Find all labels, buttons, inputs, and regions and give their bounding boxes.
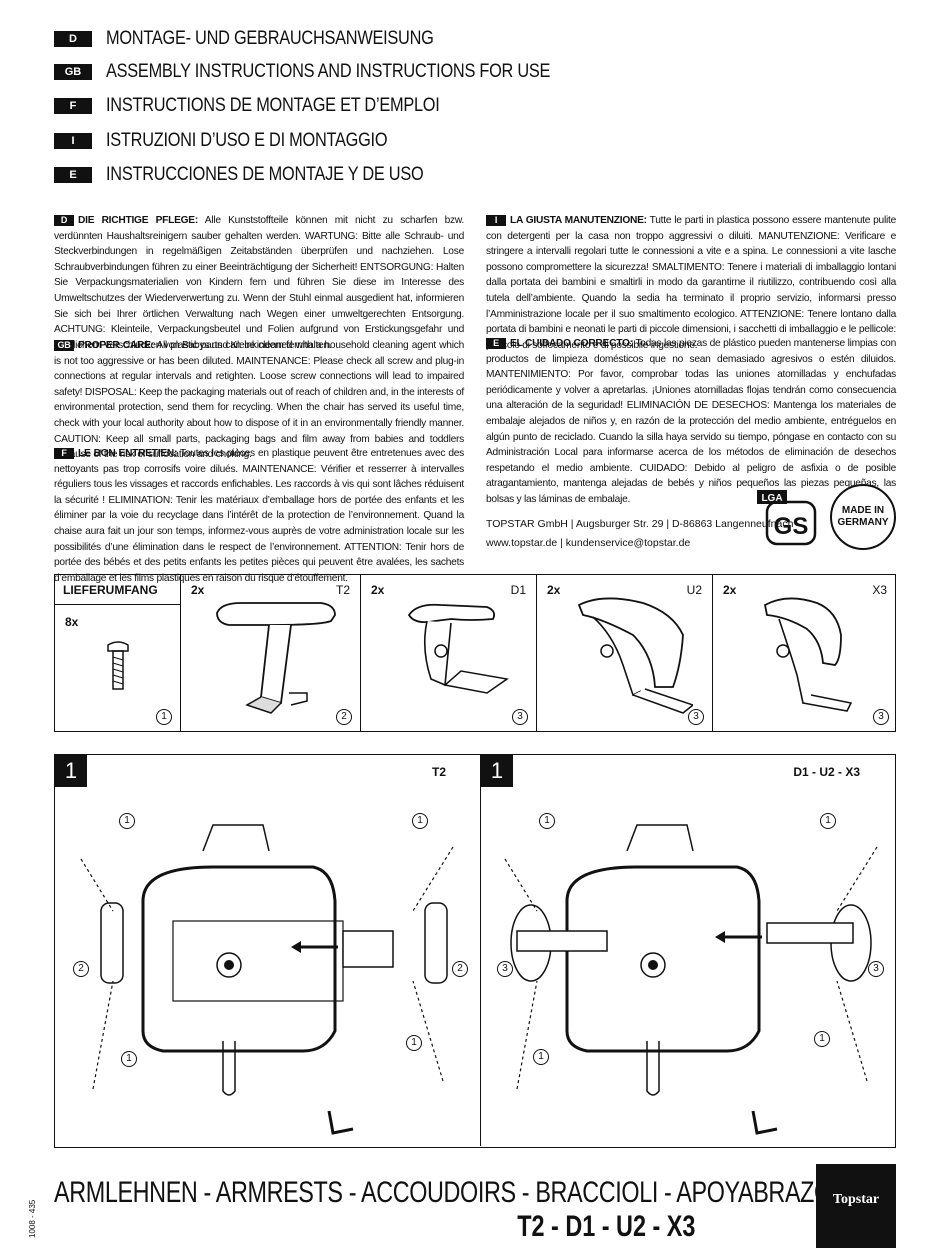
- care-heading: LE BON ENTRETIEN:: [78, 448, 178, 459]
- part-number: 3: [512, 709, 528, 725]
- care-body: All plastic parts can be cleaned with a …: [54, 340, 464, 461]
- lga-label: LGA: [761, 493, 782, 504]
- callout-screw: 1: [406, 1035, 422, 1051]
- company-contact: www.topstar.de | kundenservice@topstar.d…: [486, 537, 691, 549]
- care-heading: PROPER CARE:: [78, 340, 154, 351]
- step-label: D1 - U2 - X3: [793, 765, 860, 779]
- header-title: ASSEMBLY INSTRUCTIONS AND INSTRUCTIONS F…: [106, 61, 551, 82]
- care-text-e: E EL CUIDADO CORRECTO: Todas las piezas d…: [486, 336, 896, 508]
- lang-tag: GB: [54, 64, 92, 80]
- lang-tag: E: [54, 167, 92, 183]
- d1-u2-x3-assembly-diagram: [504, 824, 878, 1135]
- care-text-f: F LE BON ENTRETIEN: Toutes les pièces en …: [54, 446, 464, 586]
- lang-tag: GB: [54, 339, 74, 351]
- part-qty: 2x: [547, 583, 561, 597]
- part-code: D1: [510, 583, 526, 597]
- parts-cell-t2: 2x T2 2: [181, 575, 361, 731]
- lang-tag: I: [54, 133, 92, 149]
- callout-screw: 1: [814, 1031, 830, 1047]
- callout-screw: 1: [121, 1051, 137, 1067]
- topstar-logo: Topstar: [816, 1164, 896, 1248]
- lang-tag: F: [54, 447, 74, 459]
- company-address: TOPSTAR GmbH | Augsburger Str. 29 | D-86…: [486, 518, 794, 530]
- step-number: 1: [55, 755, 87, 787]
- header-title: INSTRUCCIONES DE MONTAJE Y DE USO: [106, 164, 424, 185]
- part-qty: 2x: [371, 583, 385, 597]
- made-in-germany-badge: MADE IN GERMANY: [830, 484, 896, 550]
- part-qty: 2x: [191, 583, 205, 597]
- part-qty: 2x: [723, 583, 737, 597]
- care-heading: LA GIUSTA MANUTENZIONE:: [510, 215, 647, 226]
- part-number: 3: [688, 709, 704, 725]
- part-number: 3: [873, 709, 889, 725]
- care-heading: EL CUIDADO CORRECTO:: [510, 338, 633, 349]
- header-row-gb: GB ASSEMBLY INSTRUCTIONS AND INSTRUCTIONS…: [54, 61, 623, 83]
- header-row-i: I ISTRUZIONI D’USO E DI MONTAGGIO: [54, 130, 433, 152]
- callout-screw: 1: [412, 813, 428, 829]
- armrest-u2-icon: [577, 597, 693, 714]
- parts-header: LIEFERUMFANG: [55, 575, 180, 605]
- lang-tag: D: [54, 214, 74, 226]
- care-heading: DIE RICHTIGE PFLEGE:: [78, 215, 198, 226]
- screw-icon: [107, 641, 129, 690]
- callout-screw: 1: [820, 813, 836, 829]
- header-row-f: F INSTRUCTIONS DE MONTAGE ET D’EMPLOI: [54, 95, 494, 117]
- header-row-d: D MONTAGE- UND GEBRAUCHSANWEISUNG: [54, 28, 487, 50]
- header-row-e: E INSTRUCCIONES DE MONTAJE Y DE USO: [54, 164, 475, 186]
- step-label: T2: [431, 765, 446, 779]
- part-number: 2: [336, 709, 352, 725]
- header-title: ISTRUZIONI D’USO E DI MONTAGGIO: [106, 130, 388, 151]
- assembly-steps: 1 T2 2 2 1 1 1 1 1 D1 - U2 - X3: [54, 754, 896, 1148]
- lang-tag: D: [54, 31, 92, 47]
- footer-title: ARMLEHNEN - ARMRESTS - ACCOUDOIRS - BRAC…: [54, 1176, 848, 1209]
- callout-armrest: 2: [452, 961, 468, 977]
- part-code: U2: [686, 583, 702, 597]
- callout-armrest: 2: [73, 961, 89, 977]
- callout-screw: 1: [119, 813, 135, 829]
- part-code: X3: [872, 583, 887, 597]
- part-code: T2: [335, 583, 350, 597]
- gs-label: GS: [774, 513, 809, 540]
- care-text-gb: GB PROPER CARE: All plastic parts can be …: [54, 338, 464, 463]
- armrest-t2-icon: [216, 602, 336, 714]
- part-number: 1: [156, 709, 172, 725]
- header-title: MONTAGE- UND GEBRAUCHSANWEISUNG: [106, 28, 434, 49]
- armrest-d1-icon: [407, 603, 509, 694]
- header-title: INSTRUCTIONS DE MONTAGE ET D’EMPLOI: [106, 95, 440, 116]
- care-body: Todas las piezas de plástico pueden mant…: [486, 338, 896, 505]
- care-body: Toutes les pièces en plastique peuvent ê…: [54, 448, 464, 584]
- lang-tag: E: [486, 337, 506, 349]
- callout-armrest: 3: [497, 961, 513, 977]
- screw-qty: 8x: [65, 615, 79, 629]
- lang-tag: F: [54, 98, 92, 114]
- parts-cell-u2: 2x U2 3: [537, 575, 713, 731]
- callout-screw: 1: [539, 813, 555, 829]
- care-text-d: D DIE RICHTIGE PFLEGE: Alle Kunststofftei…: [54, 213, 464, 353]
- footer-models: T2 - D1 - U2 - X3: [516, 1210, 695, 1243]
- step-panel-t2: 1 T2 2 2 1 1 1 1: [55, 755, 481, 1146]
- document-number: 1008 - 435: [28, 1199, 37, 1238]
- parts-table: LIEFERUMFANG 8x 1 2x T2 2 2x D1 3 2x: [54, 574, 896, 732]
- callout-armrest: 3: [868, 961, 884, 977]
- care-body: Tutte le parti in plastica possono esser…: [486, 215, 896, 351]
- armrest-x3-icon: [763, 597, 853, 712]
- care-text-i: I LA GIUSTA MANUTENZIONE: Tutte le parti …: [486, 213, 896, 353]
- care-body: Alle Kunststoffteile können mit nicht zu…: [54, 215, 464, 351]
- step-number: 1: [481, 755, 513, 787]
- parts-cell-screws: LIEFERUMFANG 8x 1: [55, 575, 181, 731]
- t2-assembly-diagram: [80, 824, 454, 1135]
- lang-tag: I: [486, 214, 506, 226]
- parts-cell-x3: 2x X3 3: [713, 575, 897, 731]
- parts-cell-d1: 2x D1 3: [361, 575, 537, 731]
- lga-gs-mark: LGA GS: [757, 490, 817, 546]
- step-panel-d1-u2-x3: 1 D1 - U2 - X3 3 3 1 1 1 1: [481, 755, 894, 1146]
- callout-screw: 1: [533, 1049, 549, 1065]
